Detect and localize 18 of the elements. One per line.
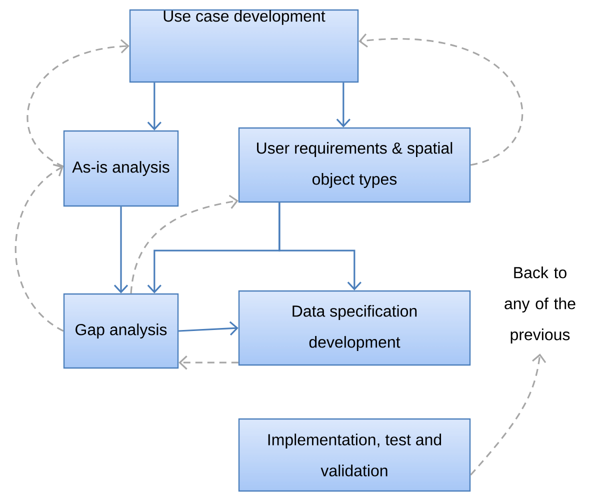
process-box: Implementation, test and validation bbox=[238, 418, 471, 492]
dashed-arrow bbox=[14, 164, 64, 332]
dashed-arrow bbox=[178, 356, 238, 370]
process-box: User requirements & spatial object types bbox=[238, 127, 471, 203]
dashed-arrow bbox=[130, 194, 238, 294]
arrow bbox=[114, 206, 128, 294]
dashed-arrow bbox=[358, 33, 523, 166]
process-box: Use case development bbox=[129, 9, 359, 83]
process-box: Gap analysis bbox=[63, 293, 179, 369]
arrow bbox=[336, 82, 350, 128]
arrow bbox=[278, 202, 362, 290]
process-box: Data specification development bbox=[238, 290, 471, 366]
arrow bbox=[178, 321, 238, 336]
arrow bbox=[147, 82, 162, 130]
dashed-arrow bbox=[27, 39, 130, 168]
note-text: Back to any of the previous bbox=[504, 266, 576, 344]
process-box: As-is analysis bbox=[63, 130, 179, 207]
dashed-arrow bbox=[470, 354, 546, 476]
